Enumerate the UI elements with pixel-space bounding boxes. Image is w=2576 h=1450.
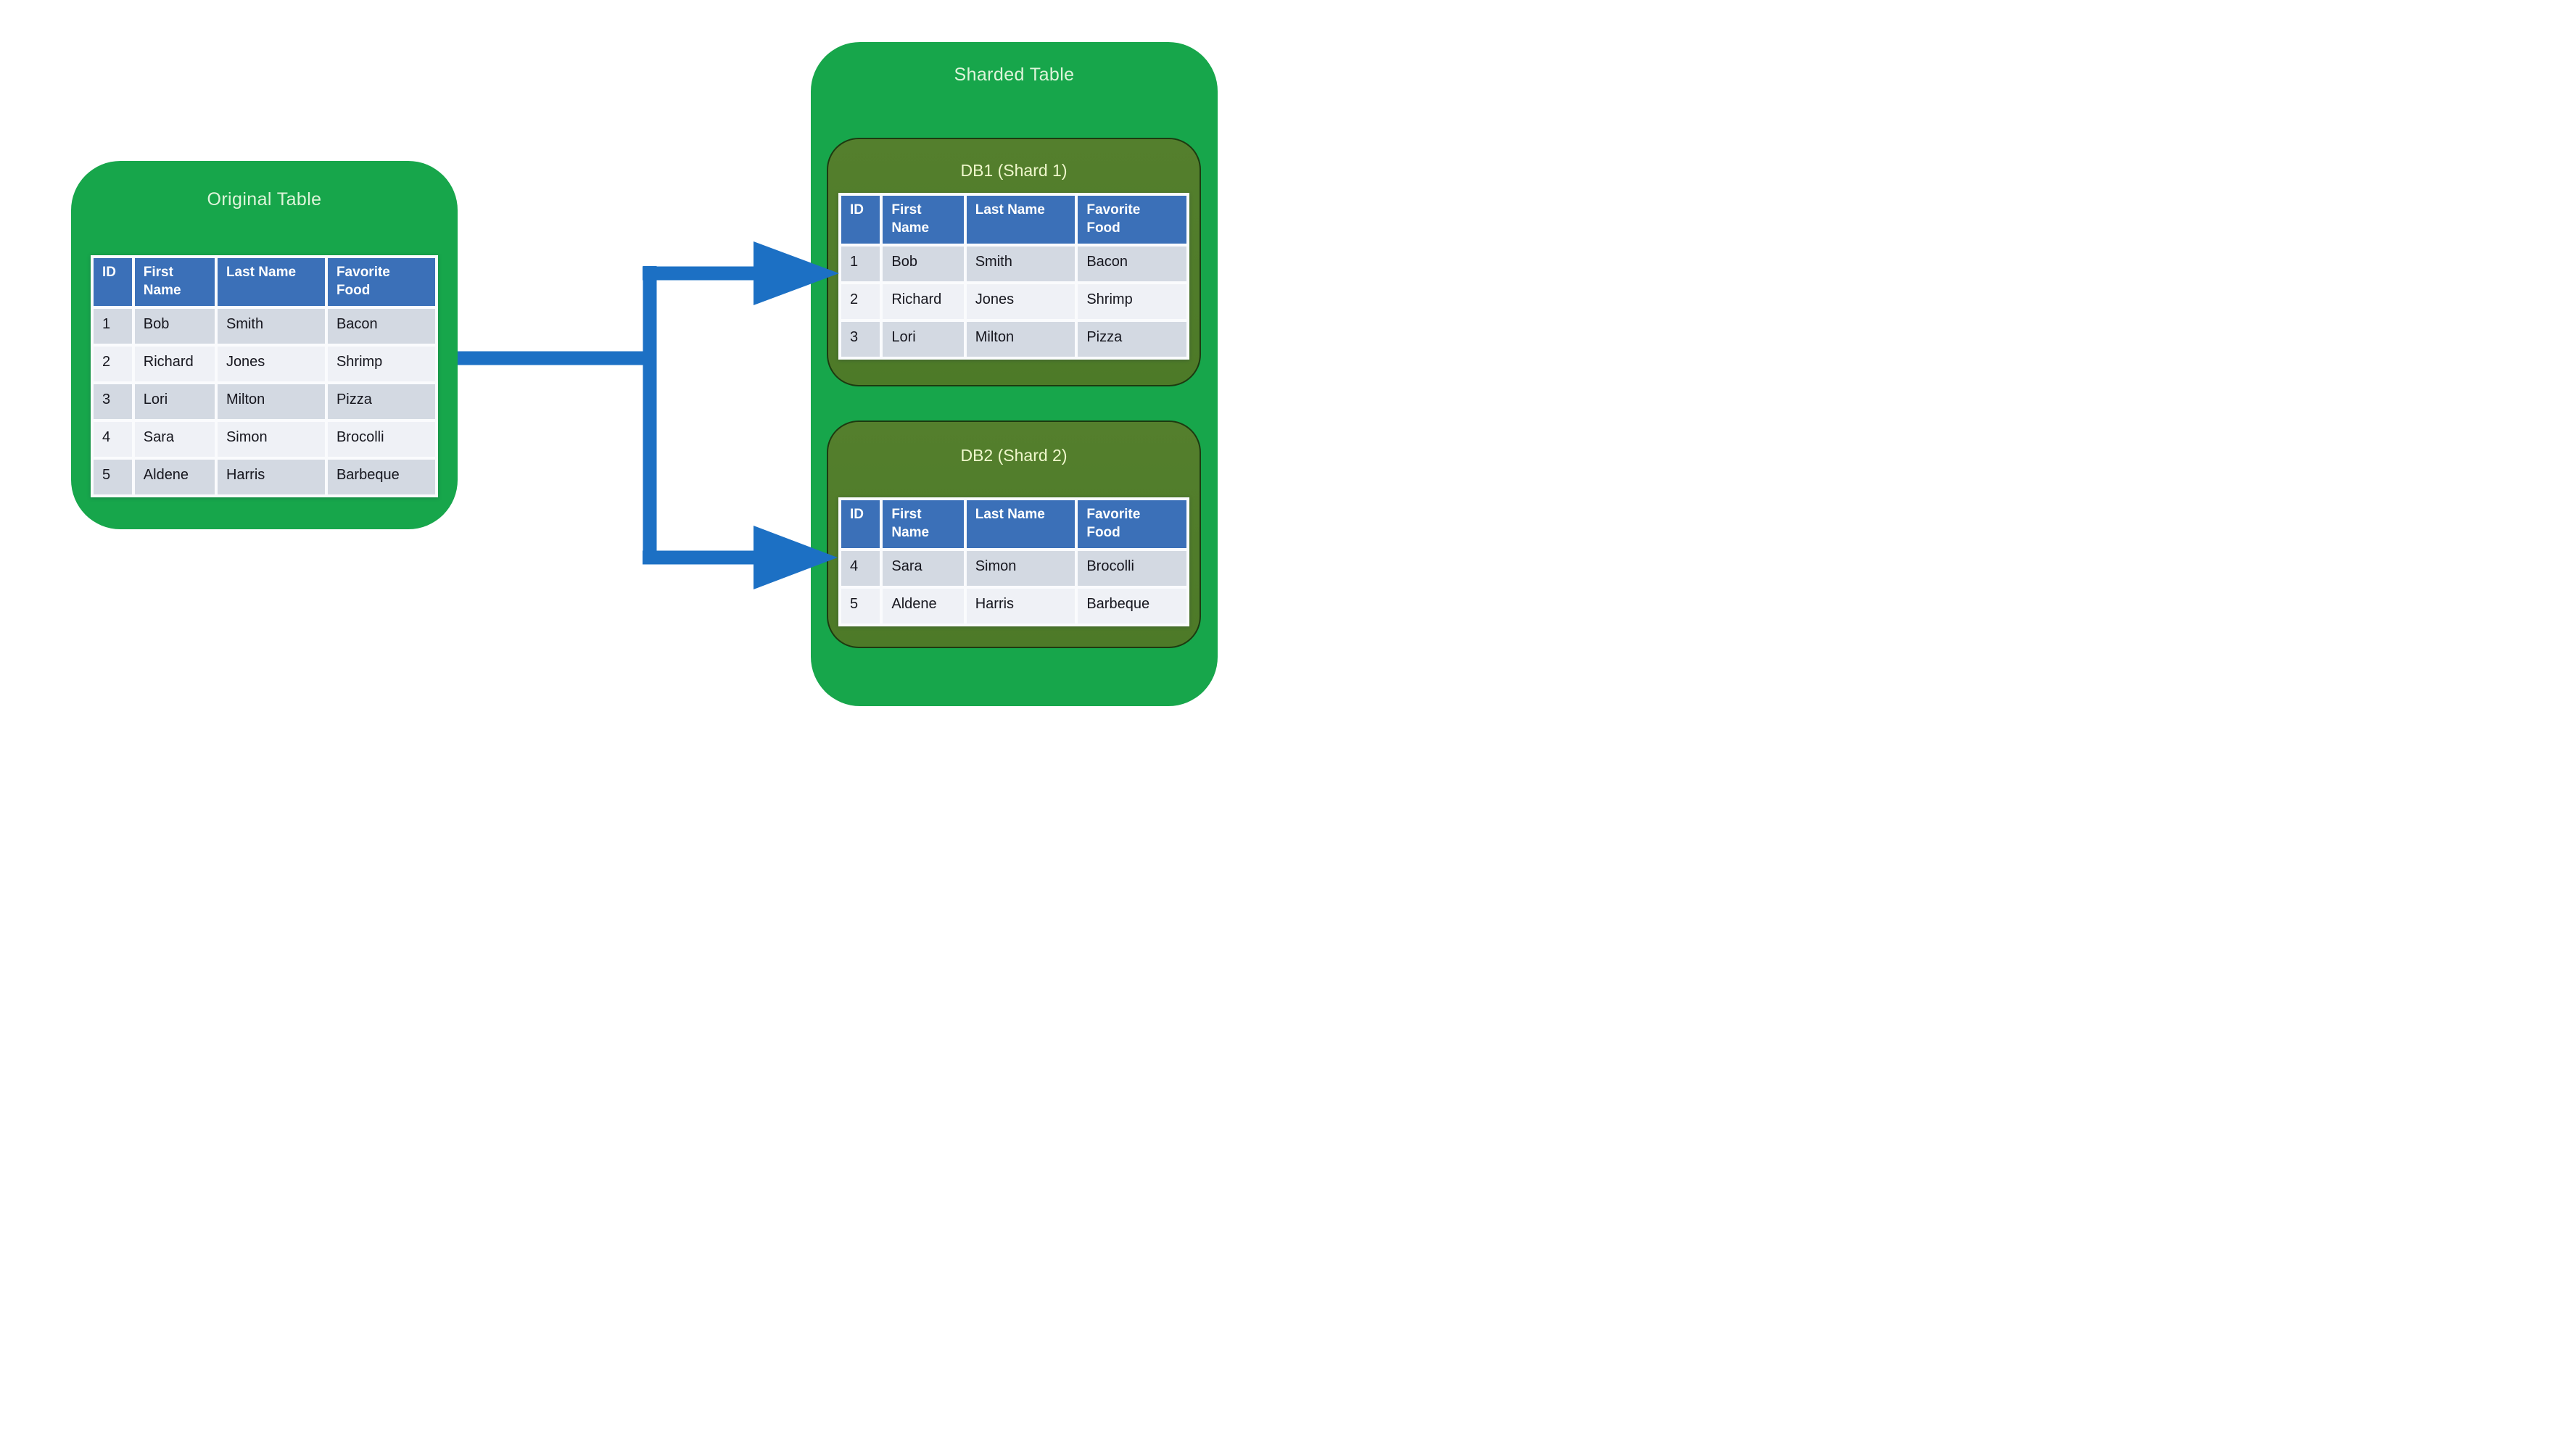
table-cell: Pizza (327, 384, 435, 419)
table-cell: Aldene (134, 460, 215, 494)
table-cell: Bob (134, 309, 215, 344)
table-cell: 4 (841, 551, 880, 586)
table-cell: Lori (883, 322, 964, 357)
table-cell: Shrimp (327, 347, 435, 381)
column-header: First Name (883, 196, 964, 244)
table-cell: Milton (966, 322, 1076, 357)
table-cell: 4 (94, 422, 132, 457)
table-cell: Bacon (1078, 246, 1186, 281)
table-cell: Smith (966, 246, 1076, 281)
column-header: ID (841, 196, 880, 244)
column-header: Favorite Food (1078, 196, 1186, 244)
column-header: ID (841, 500, 880, 548)
table-cell: 3 (841, 322, 880, 357)
original-table-title: Original Table (207, 189, 322, 210)
column-header: Favorite Food (327, 258, 435, 306)
table-cell: Barbeque (327, 460, 435, 494)
table-cell: Shrimp (1078, 284, 1186, 319)
column-header: Last Name (217, 258, 325, 306)
table-cell: Brocolli (1078, 551, 1186, 586)
table-cell: Jones (966, 284, 1076, 319)
column-header: ID (94, 258, 132, 306)
column-header: Last Name (966, 196, 1076, 244)
table-cell: Richard (883, 284, 964, 319)
table-cell: Sara (134, 422, 215, 457)
table-cell: Bob (883, 246, 964, 281)
table-cell: Simon (217, 422, 325, 457)
table-cell: Smith (217, 309, 325, 344)
table-cell: Jones (217, 347, 325, 381)
table-cell: 5 (94, 460, 132, 494)
column-header: First Name (883, 500, 964, 548)
table-cell: Simon (966, 551, 1076, 586)
table-cell: Aldene (883, 589, 964, 624)
shard2-title: DB2 (Shard 2) (960, 446, 1068, 465)
table-cell: Brocolli (327, 422, 435, 457)
table-cell: Barbeque (1078, 589, 1186, 624)
sharded-table-title: Sharded Table (954, 65, 1075, 85)
table-cell: 1 (94, 309, 132, 344)
table-cell: Sara (883, 551, 964, 586)
table-cell: 1 (841, 246, 880, 281)
arrow-trunk-line (458, 266, 755, 565)
table-cell: Richard (134, 347, 215, 381)
table-cell: Milton (217, 384, 325, 419)
table-cell: Bacon (327, 309, 435, 344)
table-cell: Harris (966, 589, 1076, 624)
column-header: Last Name (966, 500, 1076, 548)
table-cell: 2 (841, 284, 880, 319)
shard1-title: DB1 (Shard 1) (960, 161, 1068, 180)
table-cell: 5 (841, 589, 880, 624)
column-header: First Name (134, 258, 215, 306)
table-cell: 2 (94, 347, 132, 381)
table-cell: 3 (94, 384, 132, 419)
table-cell: Harris (217, 460, 325, 494)
table-cell: Lori (134, 384, 215, 419)
column-header: Favorite Food (1078, 500, 1186, 548)
table-cell: Pizza (1078, 322, 1186, 357)
